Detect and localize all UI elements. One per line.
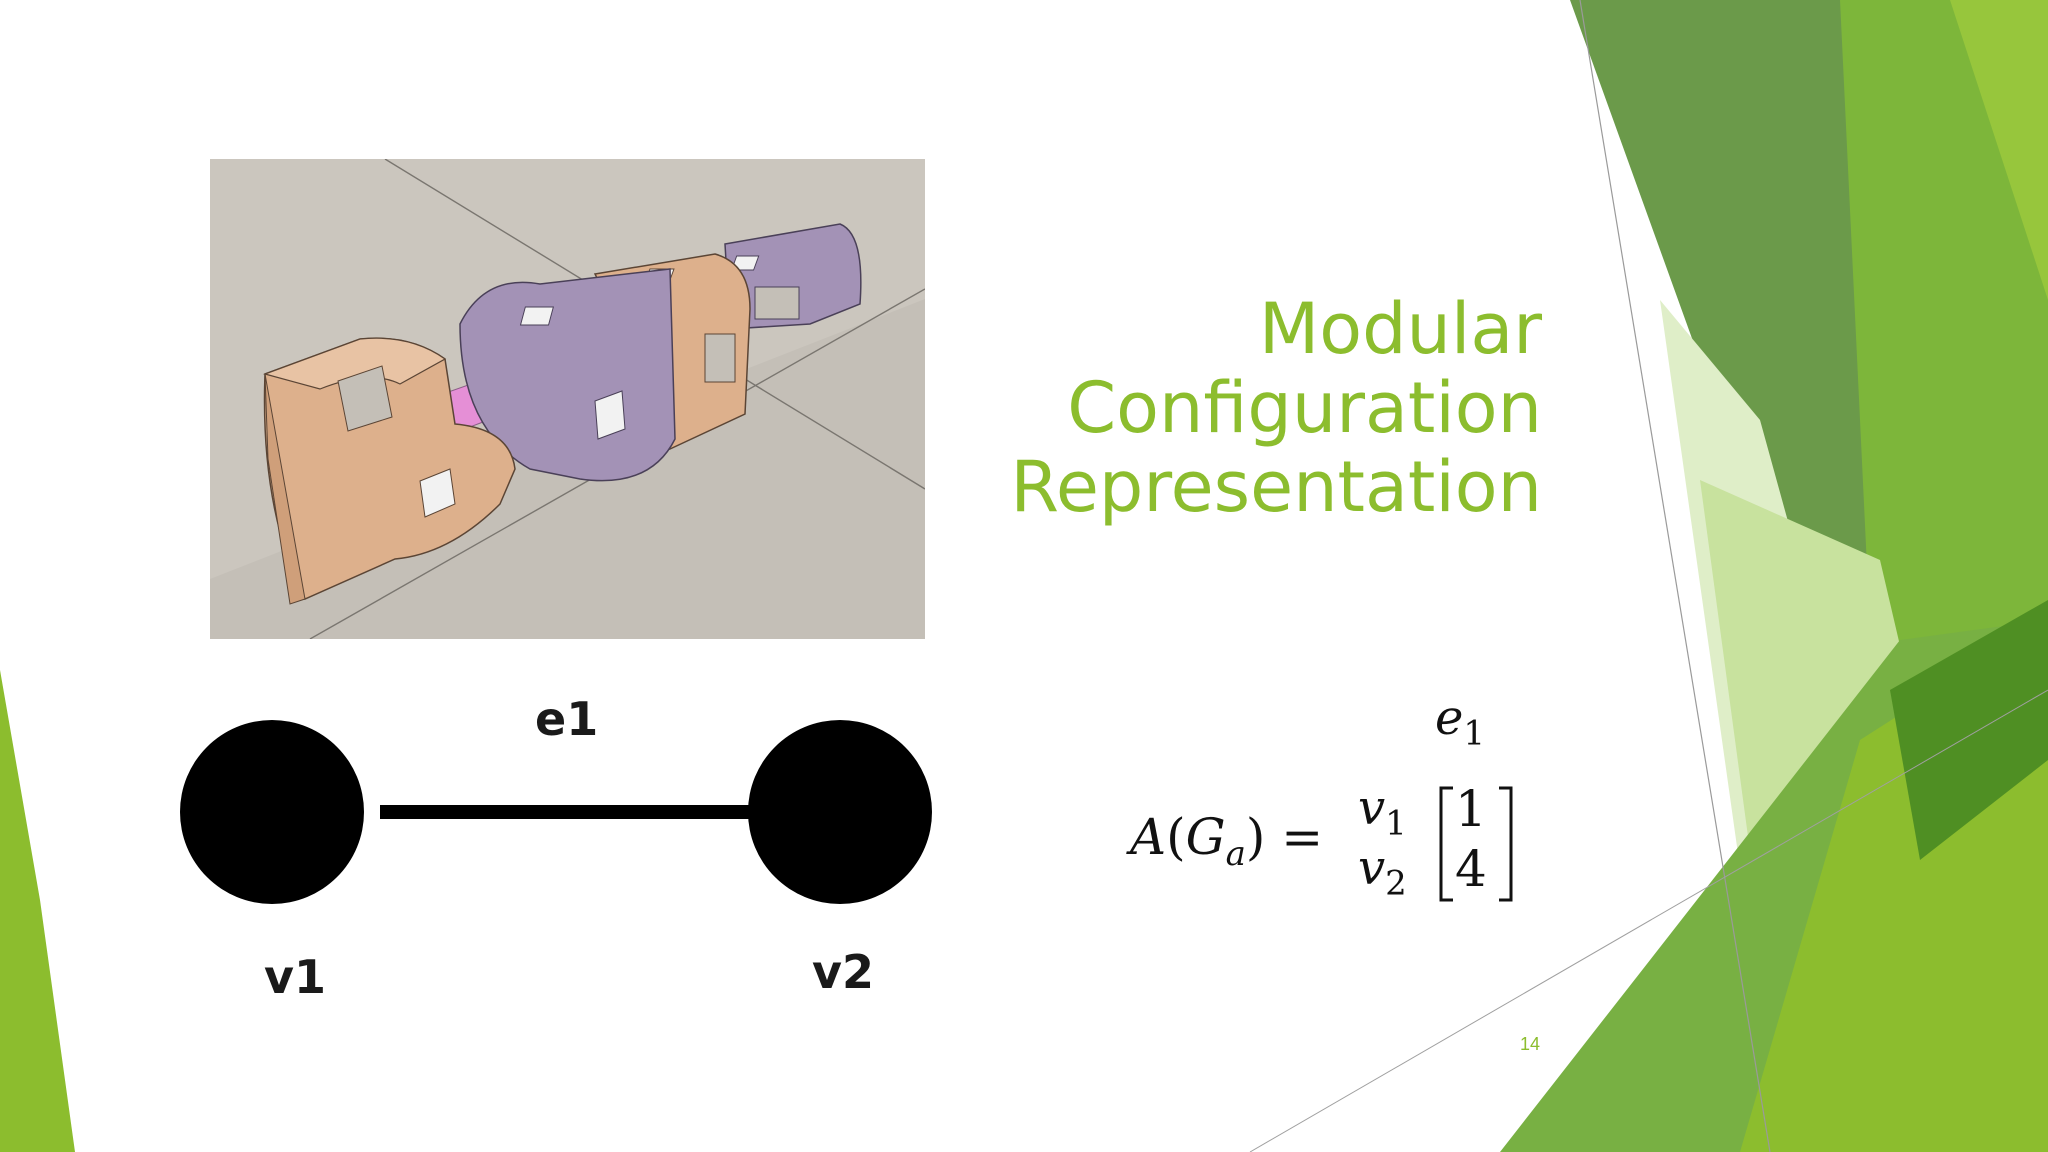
row-label-v1: v1 — [1358, 780, 1407, 844]
matrix-value-2: 4 — [1455, 840, 1487, 898]
adjacency-matrix-formula: e1 A(Ga) = v1 v2 1 4 — [1130, 690, 1530, 920]
title-line: Configuration — [1067, 367, 1542, 449]
vertex-label-v2: v2 — [812, 945, 874, 999]
matrix-brackets — [1439, 786, 1513, 902]
graph-vertex-v2 — [748, 720, 932, 904]
facet-left-edge — [0, 670, 75, 1152]
column-label: e1 — [1435, 690, 1486, 754]
modular-robot-photo — [210, 158, 926, 640]
page-number: 14 — [1520, 1034, 1541, 1054]
thin-line-1 — [1579, 0, 1771, 1152]
edge-label: e1 — [535, 692, 599, 746]
row-label-v2: v2 — [1358, 840, 1407, 904]
facet-right-edge — [1950, 0, 2048, 300]
slide-title: Modular Configuration Representation — [842, 290, 1542, 527]
title-line: Modular — [1258, 288, 1542, 370]
thin-line-2 — [1249, 689, 2048, 1152]
vertex-label-v1: v1 — [264, 950, 326, 1004]
equals-sign: = — [1281, 808, 1324, 866]
facet-deep — [1890, 600, 2048, 860]
graph-vertex-v1 — [180, 720, 364, 904]
title-line: Representation — [1010, 446, 1542, 528]
graph-diagram: e1 v1 v2 — [180, 680, 960, 1030]
matrix-value-1: 1 — [1455, 780, 1487, 838]
formula-lhs: A(Ga) = — [1130, 808, 1324, 874]
